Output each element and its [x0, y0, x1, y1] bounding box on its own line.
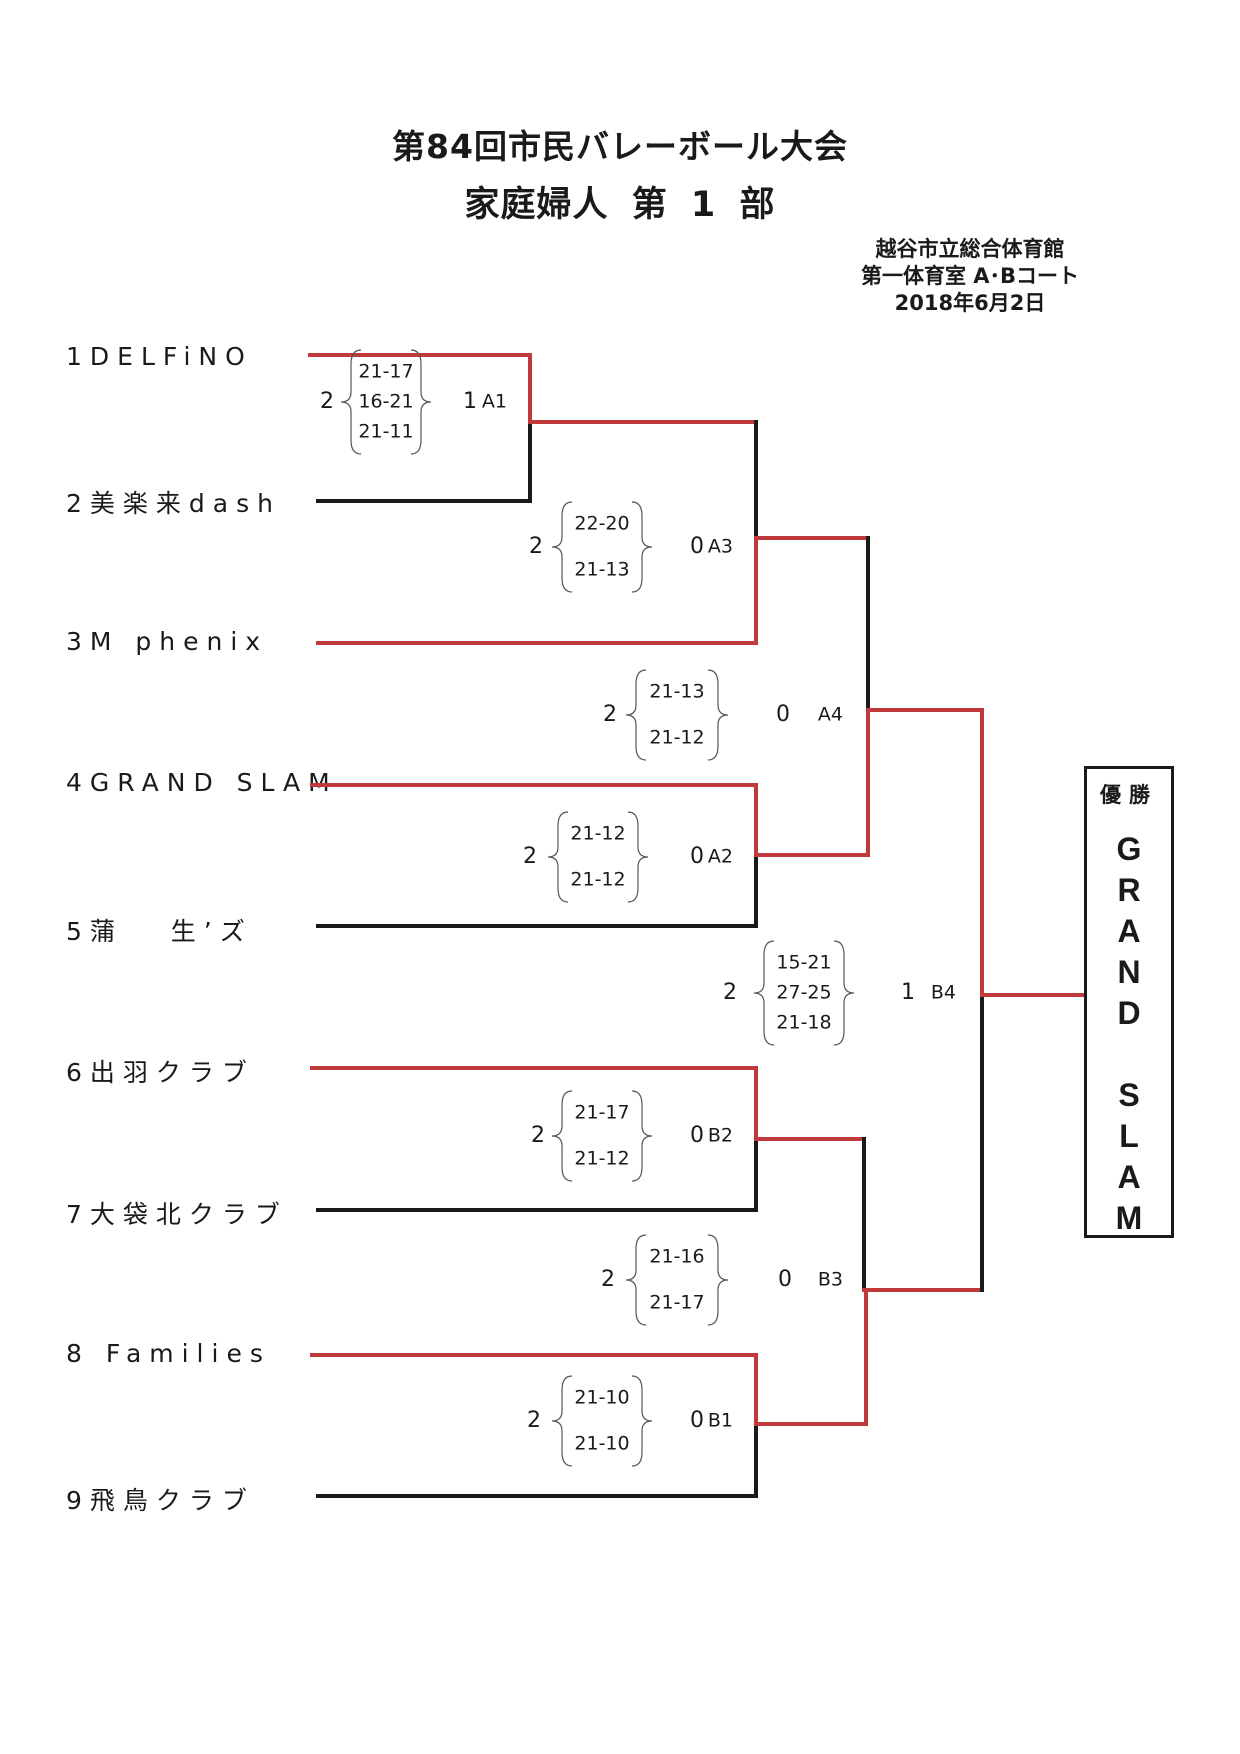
team-5: 5蒲 生’ズ [66, 917, 253, 946]
match-b4-brace-left [753, 940, 775, 1046]
match-b2-brace-left [551, 1090, 573, 1182]
team-4: 4GRAND SLAM [66, 768, 338, 797]
tournament-title: 第84回市民バレーボール大会 [392, 127, 848, 166]
match-a4-id: A4 [818, 704, 843, 726]
match-b1-set-2: 21-10 [574, 1433, 629, 1455]
match-a2-brace-right [627, 811, 649, 903]
match-a3-brace-right [631, 501, 653, 593]
match-a1-set-3: 21-11 [358, 421, 413, 443]
team-1: 1DELFiNO [66, 342, 253, 371]
match-b4-brace-right [833, 940, 855, 1046]
match-b4-score-loser: 1 [901, 980, 915, 1005]
match-b3-brace-left [625, 1234, 647, 1326]
match-b1-score-winner: 2 [527, 1408, 541, 1433]
match-a1-set-2: 16-21 [358, 391, 413, 413]
match-a2-set-1: 21-12 [570, 823, 625, 845]
match-a4-score-loser: 0 [776, 702, 790, 727]
match-a4-set-2: 21-12 [649, 727, 704, 749]
team-2: 2美楽来dash [66, 489, 281, 518]
division-subtitle: 家庭婦人 第 1 部 [464, 185, 776, 225]
match-b1-id: B1 [708, 1410, 733, 1432]
match-b3-brace-right [707, 1234, 729, 1326]
match-b1-score-loser: 0 [690, 1408, 704, 1433]
match-b4-set-3: 21-18 [776, 1012, 831, 1034]
match-b2-score-loser: 0 [690, 1123, 704, 1148]
match-b4-set-1: 15-21 [776, 952, 831, 974]
champion-name: G R A N D S L A M [1115, 831, 1143, 1236]
match-a1-score-winner: 2 [320, 389, 334, 414]
match-a4-brace-left [625, 669, 647, 761]
venue-name: 越谷市立総合体育館 [875, 237, 1065, 261]
match-b2-id: B2 [708, 1125, 733, 1147]
match-b1-brace-left [551, 1375, 573, 1467]
match-a1-id: A1 [482, 391, 507, 413]
match-b1-set-1: 21-10 [574, 1387, 629, 1409]
match-a1-brace-right [410, 349, 432, 455]
champion-label: 優勝 [1100, 783, 1158, 807]
champion-box: 優勝 G R A N D S L A M [1084, 766, 1174, 1238]
match-b2-set-2: 21-12 [574, 1148, 629, 1170]
match-b1-brace-right [631, 1375, 653, 1467]
match-b2-set-1: 21-17 [574, 1102, 629, 1124]
venue-court: 第一体育室 A･Bコート [860, 264, 1080, 288]
match-b3-score-winner: 2 [601, 1267, 615, 1292]
match-a4-score-winner: 2 [603, 702, 617, 727]
match-b3-id: B3 [818, 1269, 843, 1291]
match-a3-score-loser: 0 [690, 534, 704, 559]
match-b4-id: B4 [931, 982, 956, 1004]
team-6: 6出羽クラブ [66, 1058, 255, 1087]
match-a3-set-1: 22-20 [574, 513, 629, 535]
match-a4-brace-right [707, 669, 729, 761]
venue-info: 越谷市立総合体育館 第一体育室 A･Bコート 2018年6月2日 [820, 236, 1120, 317]
match-a4-set-1: 21-13 [649, 681, 704, 703]
match-b3-set-2: 21-17 [649, 1292, 704, 1314]
match-a3-id: A3 [708, 536, 733, 558]
match-a3-set-2: 21-13 [574, 559, 629, 581]
event-date: 2018年6月2日 [894, 291, 1046, 315]
match-b4-set-2: 27-25 [776, 982, 831, 1004]
match-a2-score-loser: 0 [690, 844, 704, 869]
match-b2-score-winner: 2 [531, 1123, 545, 1148]
match-b4-score-winner: 2 [723, 980, 737, 1005]
team-7: 7大袋北クラブ [66, 1200, 288, 1229]
match-a1-set-1: 21-17 [358, 361, 413, 383]
match-a1-score-loser: 1 [463, 389, 477, 414]
match-a2-score-winner: 2 [523, 844, 537, 869]
match-a3-brace-left [551, 501, 573, 593]
match-a3-score-winner: 2 [529, 534, 543, 559]
match-a2-id: A2 [708, 846, 733, 868]
match-b3-set-1: 21-16 [649, 1246, 704, 1268]
match-b3-score-loser: 0 [778, 1267, 792, 1292]
match-a2-set-2: 21-12 [570, 869, 625, 891]
team-8: 8 Families [66, 1339, 271, 1368]
team-9: 9飛鳥クラブ [66, 1486, 255, 1515]
match-a2-brace-left [547, 811, 569, 903]
match-b2-brace-right [631, 1090, 653, 1182]
team-3: 3M phenix [66, 627, 269, 656]
match-a1-brace-left [340, 349, 362, 455]
